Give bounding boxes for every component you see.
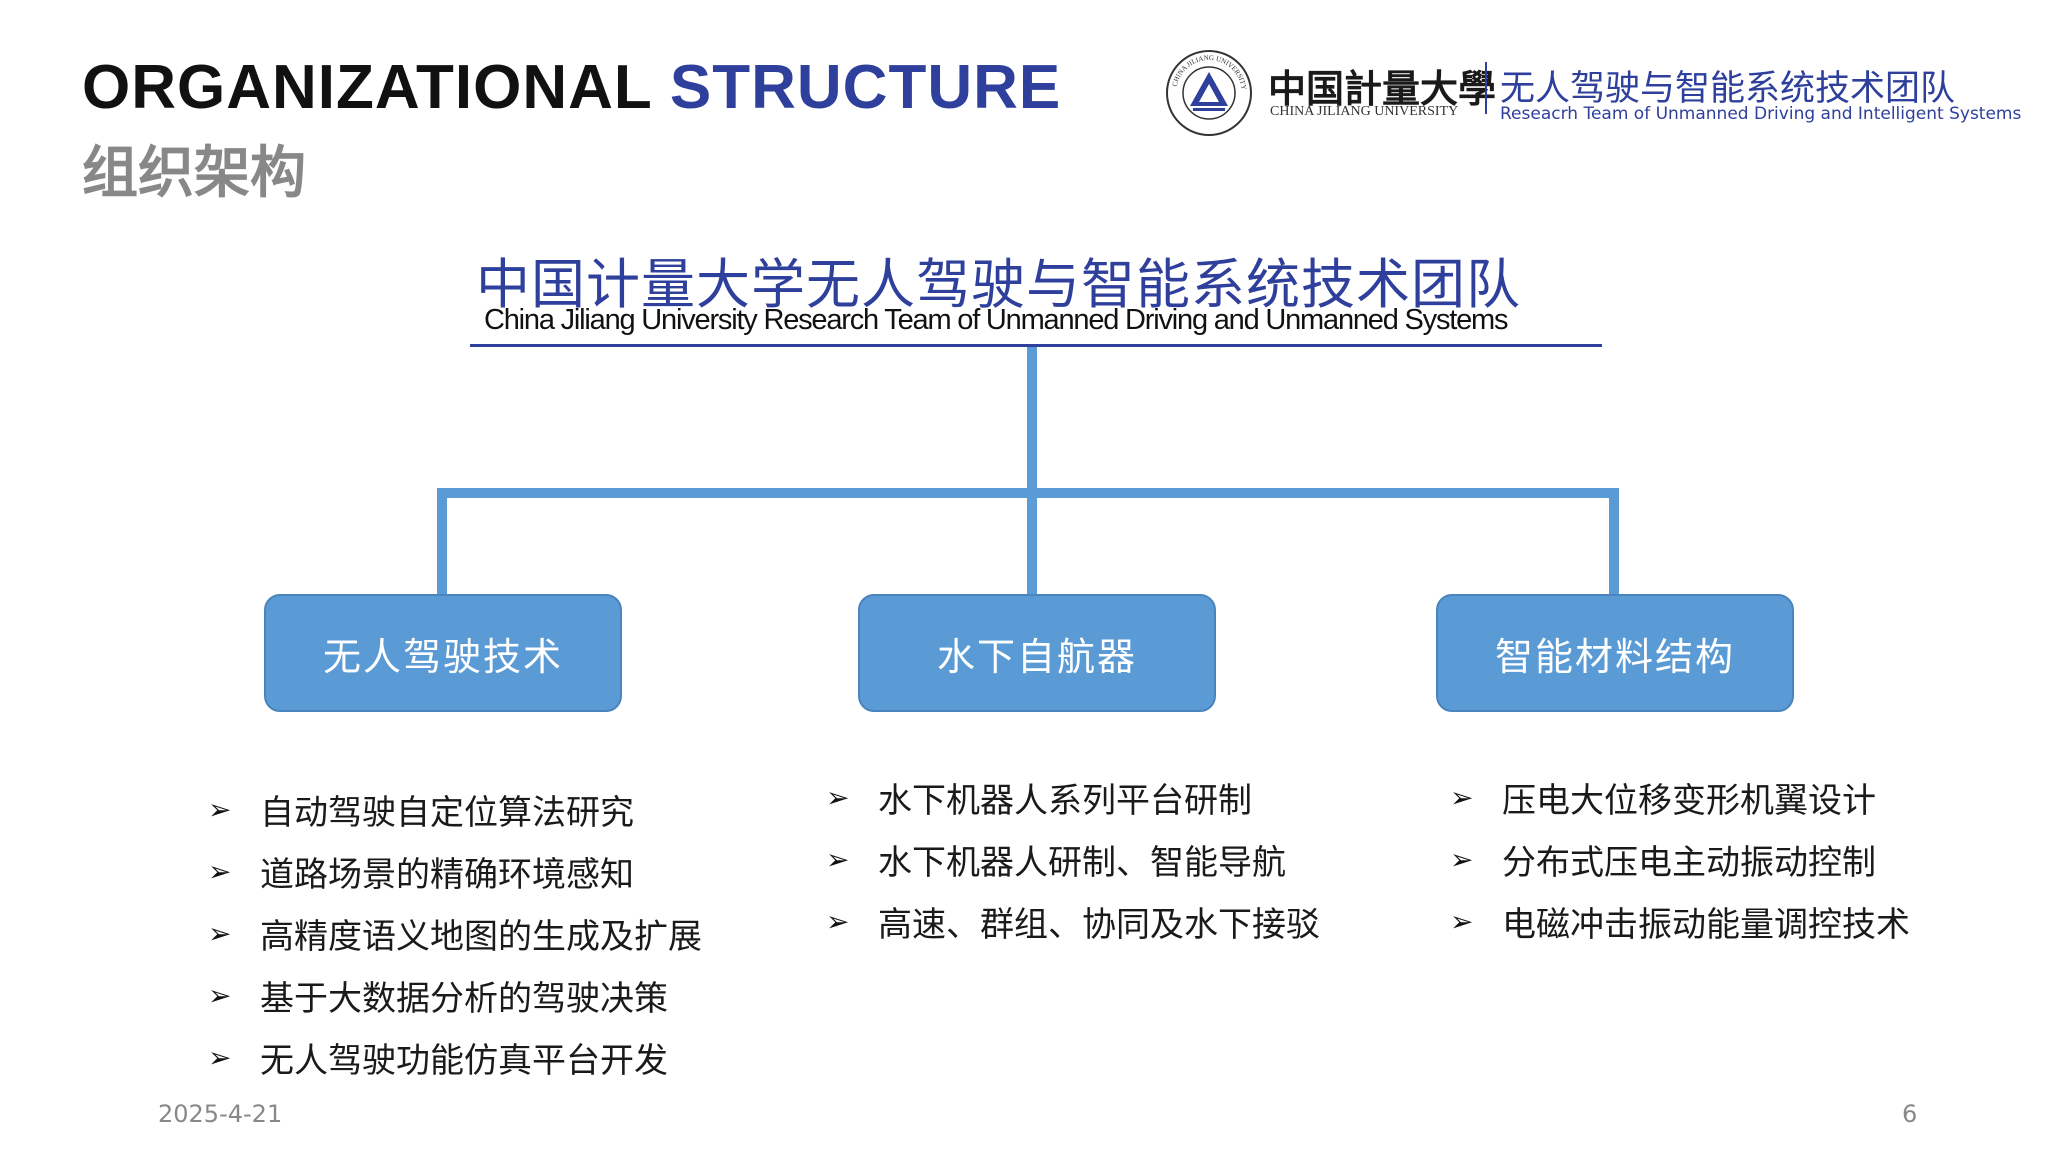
arrow-bullet-icon: ➢ (1450, 904, 1474, 938)
university-seal-icon: CHINA JILIANG UNIVERSITY (1166, 50, 1252, 136)
page-number: 6 (1902, 1100, 1918, 1128)
list-item: ➢ 水下机器人系列平台研制 (826, 766, 1320, 828)
team-name-zh: 无人驾驶与智能系统技术团队 (1500, 69, 1956, 109)
team-name-en: Reseacrh Team of Unmanned Driving and In… (1500, 104, 2022, 124)
list-item-text: 基于大数据分析的驾驶决策 (260, 978, 668, 1019)
branch-node-smart-materials: 智能材料结构 (1436, 594, 1794, 712)
page-title-main: ORGANIZATIONAL (82, 53, 652, 122)
branch-list-underwater-vehicle: ➢ 水下机器人系列平台研制 ➢ 水下机器人研制、智能导航 ➢ 高速、群组、协同及水下接… (826, 766, 1320, 952)
list-item-text: 压电大位移变形机翼设计 (1502, 780, 1876, 821)
root-underline (470, 344, 1602, 347)
list-item: ➢ 分布式压电主动振动控制 (1450, 828, 1910, 890)
logo-divider (1485, 62, 1487, 114)
arrow-bullet-icon: ➢ (826, 842, 850, 876)
list-item: ➢ 水下机器人研制、智能导航 (826, 828, 1320, 890)
arrow-bullet-icon: ➢ (826, 904, 850, 938)
list-item: ➢ 高精度语义地图的生成及扩展 (208, 902, 702, 964)
list-item: ➢ 自动驾驶自定位算法研究 (208, 778, 702, 840)
page-title-accent: STRUCTURE (669, 53, 1062, 122)
university-name-zh: 中国計量大學 (1268, 66, 1497, 111)
arrow-bullet-icon: ➢ (208, 1040, 232, 1074)
list-item-text: 自动驾驶自定位算法研究 (260, 792, 634, 833)
list-item-text: 高速、群组、协同及水下接驳 (878, 904, 1320, 945)
list-item-text: 水下机器人研制、智能导航 (878, 842, 1286, 883)
connector-left (437, 488, 447, 594)
arrow-bullet-icon: ➢ (208, 854, 232, 888)
connector-right (1609, 488, 1619, 594)
page-subtitle: 组织架构 (82, 141, 306, 206)
arrow-bullet-icon: ➢ (826, 780, 850, 814)
list-item: ➢ 电磁冲击振动能量调控技术 (1450, 890, 1910, 952)
list-item: ➢ 高速、群组、协同及水下接驳 (826, 890, 1320, 952)
list-item-text: 电磁冲击振动能量调控技术 (1502, 904, 1910, 945)
list-item-text: 水下机器人系列平台研制 (878, 780, 1252, 821)
branch-node-underwater-vehicle: 水下自航器 (858, 594, 1216, 712)
root-node-title-zh: 中国计量大学无人驾驶与智能系统技术团队 (476, 253, 1521, 316)
arrow-bullet-icon: ➢ (208, 978, 232, 1012)
branch-list-smart-materials: ➢ 压电大位移变形机翼设计 ➢ 分布式压电主动振动控制 ➢ 电磁冲击振动能量调控技术 (1450, 766, 1910, 952)
list-item-text: 无人驾驶功能仿真平台开发 (260, 1040, 668, 1081)
root-node-title-en: China Jiliang University Research Team o… (484, 304, 1509, 336)
arrow-bullet-icon: ➢ (208, 916, 232, 950)
connector-mid (1027, 488, 1037, 594)
page-title: ORGANIZATIONAL STRUCTURE (82, 52, 1061, 123)
list-item-text: 分布式压电主动振动控制 (1502, 842, 1876, 883)
list-item-text: 道路场景的精确环境感知 (260, 854, 634, 895)
arrow-bullet-icon: ➢ (208, 792, 232, 826)
list-item: ➢ 道路场景的精确环境感知 (208, 840, 702, 902)
arrow-bullet-icon: ➢ (1450, 842, 1474, 876)
arrow-bullet-icon: ➢ (1450, 780, 1474, 814)
branch-list-autonomous-driving: ➢ 自动驾驶自定位算法研究 ➢ 道路场景的精确环境感知 ➢ 高精度语义地图的生成及扩展… (208, 778, 702, 1088)
list-item-text: 高精度语义地图的生成及扩展 (260, 916, 702, 957)
university-name-en: CHINA JILIANG UNIVERSITY (1270, 104, 1459, 119)
list-item: ➢ 无人驾驶功能仿真平台开发 (208, 1026, 702, 1088)
list-item: ➢ 压电大位移变形机翼设计 (1450, 766, 1910, 828)
branch-node-autonomous-driving: 无人驾驶技术 (264, 594, 622, 712)
footer-date: 2025-4-21 (158, 1100, 283, 1128)
list-item: ➢ 基于大数据分析的驾驶决策 (208, 964, 702, 1026)
connector-trunk (1027, 347, 1037, 495)
